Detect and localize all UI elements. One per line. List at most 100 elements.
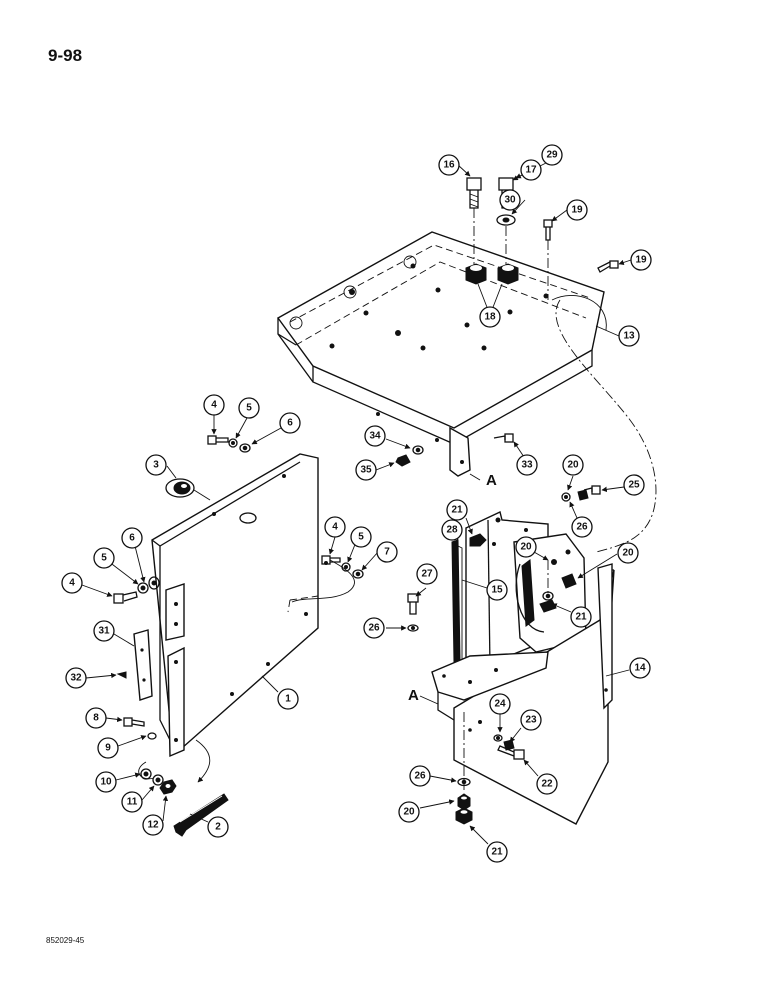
svg-text:5: 5 (358, 532, 364, 543)
callout-31: 31 (93, 620, 115, 642)
svg-text:24: 24 (494, 699, 506, 710)
view-marker-a-bottom: A (408, 687, 419, 704)
callout-35: 35 (355, 459, 377, 481)
callout-4-left: 4 (61, 572, 83, 594)
svg-text:20: 20 (403, 807, 415, 818)
document-code: 852029-45 (46, 936, 85, 945)
svg-text:23: 23 (525, 715, 537, 726)
callout-28: 28 (441, 519, 463, 541)
top-plate-hardware (465, 177, 619, 300)
callout-20-upper: 20 (562, 454, 584, 476)
callout-9: 9 (97, 737, 119, 759)
svg-text:15: 15 (491, 585, 503, 596)
callout-2: 2 (207, 816, 229, 838)
callout-29: 29 (541, 144, 563, 166)
svg-text:21: 21 (451, 505, 463, 516)
svg-text:8: 8 (93, 713, 99, 724)
callout-5-left: 5 (93, 547, 115, 569)
callout-20-lower: 20 (398, 801, 420, 823)
callout-1: 1 (277, 688, 299, 710)
svg-text:34: 34 (369, 431, 381, 442)
svg-text:19: 19 (635, 255, 647, 266)
callout-18: 18 (479, 306, 501, 328)
right-bracket-hardware (395, 433, 601, 825)
callout-22: 22 (536, 773, 558, 795)
svg-text:20: 20 (520, 542, 532, 553)
svg-text:17: 17 (525, 165, 537, 176)
svg-text:11: 11 (127, 797, 138, 808)
view-marker-a-top: A (486, 472, 497, 489)
callout-33: 33 (516, 454, 538, 476)
svg-text:10: 10 (100, 777, 112, 788)
svg-text:32: 32 (70, 673, 82, 684)
callout-4-right: 4 (324, 516, 346, 538)
callout-15: 15 (486, 579, 508, 601)
callout-8: 8 (85, 707, 107, 729)
callout-32: 32 (65, 667, 87, 689)
callout-34: 34 (364, 425, 386, 447)
callout-21-mid: 21 (570, 606, 592, 628)
svg-text:33: 33 (521, 460, 533, 471)
callout-10: 10 (95, 771, 117, 793)
callout-24: 24 (489, 693, 511, 715)
svg-text:7: 7 (384, 547, 390, 558)
svg-text:5: 5 (246, 403, 252, 414)
left-panel-hardware (113, 435, 364, 795)
svg-text:4: 4 (211, 400, 217, 411)
page-number: 9-98 (48, 46, 83, 65)
callout-7: 7 (376, 541, 398, 563)
svg-text:9: 9 (105, 743, 111, 754)
handle (173, 739, 229, 837)
callout-27: 27 (416, 563, 438, 585)
svg-text:30: 30 (504, 195, 516, 206)
svg-text:4: 4 (69, 578, 75, 589)
callout-13: 13 (618, 325, 640, 347)
svg-text:21: 21 (575, 612, 587, 623)
callout-26-lower: 26 (409, 765, 431, 787)
svg-text:13: 13 (623, 331, 635, 342)
svg-text:27: 27 (421, 569, 433, 580)
svg-text:29: 29 (546, 150, 558, 161)
svg-text:16: 16 (443, 160, 455, 171)
callout-19-right: 19 (630, 249, 652, 271)
svg-text:6: 6 (129, 533, 135, 544)
svg-text:4: 4 (332, 522, 338, 533)
callout-19-top: 19 (566, 199, 588, 221)
callout-30: 30 (499, 189, 521, 211)
svg-text:18: 18 (484, 312, 496, 323)
callout-5-right: 5 (350, 526, 372, 548)
callout-16: 16 (438, 154, 460, 176)
svg-text:26: 26 (414, 771, 426, 782)
svg-text:5: 5 (101, 553, 107, 564)
svg-text:20: 20 (622, 548, 634, 559)
callout-26-left: 26 (363, 617, 385, 639)
svg-text:21: 21 (491, 847, 503, 858)
svg-text:12: 12 (147, 820, 159, 831)
svg-text:3: 3 (153, 460, 159, 471)
callout-23: 23 (520, 709, 542, 731)
callout-6-top: 6 (279, 412, 301, 434)
callout-17: 17 (520, 159, 542, 181)
svg-text:25: 25 (628, 480, 640, 491)
callout-20-right: 20 (617, 542, 639, 564)
svg-text:2: 2 (215, 822, 221, 833)
callout-12: 12 (142, 814, 164, 836)
callout-4-top: 4 (203, 394, 225, 416)
svg-text:28: 28 (446, 525, 458, 536)
callout-6-left: 6 (121, 527, 143, 549)
callout-21-upper: 21 (446, 499, 468, 521)
svg-text:1: 1 (285, 694, 291, 705)
svg-text:26: 26 (368, 623, 380, 634)
svg-text:19: 19 (571, 205, 583, 216)
leader-lines (81, 162, 632, 845)
callouts: 16 17 29 30 19 19 18 13 4 5 6 3 34 35 33… (61, 144, 652, 863)
svg-text:14: 14 (634, 663, 646, 674)
top-plate (276, 231, 607, 477)
callout-20-mid: 20 (515, 536, 537, 558)
left-panel (133, 453, 355, 758)
callout-25: 25 (623, 474, 645, 496)
callout-11: 11 (121, 791, 143, 813)
callout-5-top: 5 (238, 397, 260, 419)
svg-text:35: 35 (360, 465, 372, 476)
